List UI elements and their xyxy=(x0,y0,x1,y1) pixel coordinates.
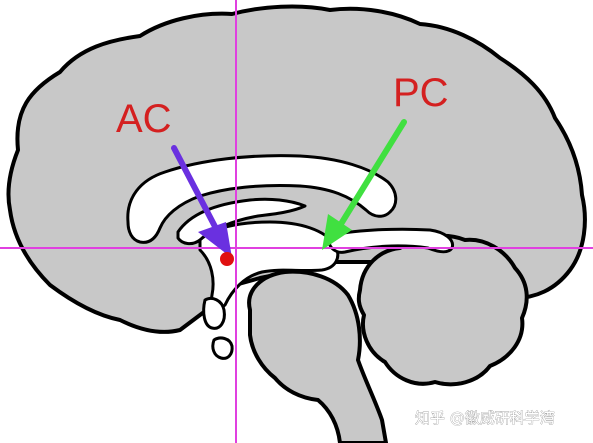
ac-label: AC xyxy=(116,97,172,141)
cerebellum xyxy=(356,233,529,387)
optic-chiasm xyxy=(202,296,226,330)
pituitary xyxy=(211,336,234,360)
ac-arrow-head xyxy=(198,222,232,258)
pc-label: PC xyxy=(393,71,449,115)
third-ventricle xyxy=(198,220,340,310)
pc-arrow-head xyxy=(322,214,352,250)
watermark-text: 知乎 @徽威研科学湾 xyxy=(415,409,555,427)
corpus-callosum xyxy=(126,154,398,244)
ac-arrow xyxy=(171,145,225,243)
pc-arrow xyxy=(333,119,407,235)
ac-point xyxy=(220,252,234,266)
ventricle-pocket xyxy=(327,227,455,254)
